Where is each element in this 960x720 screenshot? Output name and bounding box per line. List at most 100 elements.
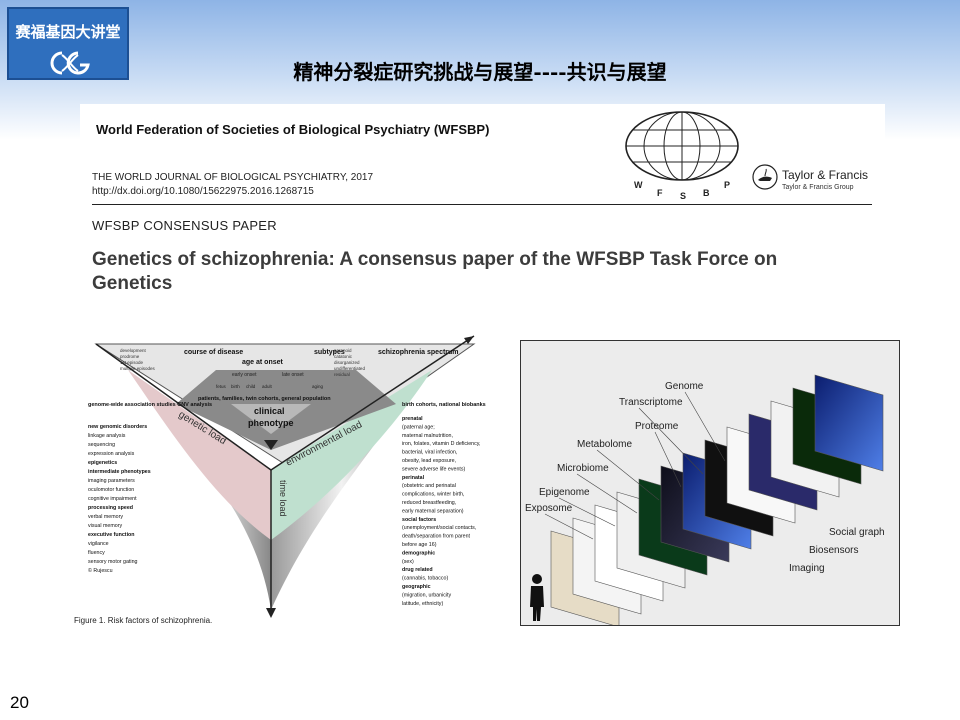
age-axis-item: fetus bbox=[216, 384, 227, 389]
layer-label: Microbiome bbox=[557, 463, 609, 474]
right-list-item: iron, folates, vitamin D deficiency, bbox=[402, 441, 481, 447]
subtype-item: disorganized bbox=[334, 360, 360, 365]
right-list-item: complications, winter birth, bbox=[402, 492, 464, 498]
slide-title: 精神分裂症研究挑战与展望----共识与展望 bbox=[293, 60, 667, 84]
left-list-item: sequencing bbox=[88, 442, 115, 448]
right-list-item: before age 16) bbox=[402, 542, 437, 548]
left-list-item: visual memory bbox=[88, 523, 122, 529]
onset-item: late onset bbox=[282, 372, 304, 378]
subtype-item: residual bbox=[334, 372, 350, 377]
label-onset: age at onset bbox=[242, 359, 284, 366]
layer-label: Biosensors bbox=[809, 545, 858, 556]
left-list-item: new genomic disorders bbox=[88, 424, 147, 430]
layer-label: Exposome bbox=[525, 503, 573, 514]
divider bbox=[92, 204, 872, 205]
globe-letter: B bbox=[703, 188, 710, 198]
logo-text: 赛福基因大讲堂 bbox=[15, 23, 121, 41]
left-list-item: linkage analysis bbox=[88, 433, 126, 439]
publisher-logo: Taylor & Francis Taylor & Francis Group bbox=[752, 164, 868, 195]
right-list-item: geographic bbox=[402, 584, 431, 590]
figure1-caption: Figure 1. Risk factors of schizophrenia. bbox=[74, 616, 213, 625]
left-list-item: epigenetics bbox=[88, 460, 117, 466]
right-list-item: reduced breastfeeding, bbox=[402, 500, 456, 506]
layer-label: Genome bbox=[665, 381, 704, 392]
logo: 赛福基因大讲堂 bbox=[7, 7, 129, 80]
layer-label: Social graph bbox=[829, 527, 885, 538]
paper-kind: WFSBP CONSENSUS PAPER bbox=[92, 218, 277, 233]
left-list-item: imaging parameters bbox=[88, 478, 135, 484]
left-list-item: fluency bbox=[88, 550, 105, 556]
label-course: course of disease bbox=[184, 349, 243, 356]
publisher-group: Taylor & Francis Group bbox=[782, 184, 854, 191]
center-label: phenotype bbox=[248, 418, 294, 428]
right-list-item: (sex) bbox=[402, 559, 414, 565]
right-list-item: (unemployment/social contacts, bbox=[402, 525, 476, 531]
right-list-item: (migration, urbanicity bbox=[402, 592, 452, 598]
omics-layers-art: GenomeTranscriptomeProteomeMetabolomeMic… bbox=[525, 374, 885, 625]
right-list: birth cohorts, national biobanks prenata… bbox=[402, 402, 486, 607]
right-list-item: maternal malnutrition, bbox=[402, 433, 453, 439]
paper-title: Genetics of schizophrenia: A consensus p… bbox=[92, 249, 778, 294]
layer-label: Epigenome bbox=[539, 487, 590, 498]
globe-letter: P bbox=[724, 180, 730, 190]
left-list-item: vigilance bbox=[88, 541, 109, 547]
journal-line: THE WORLD JOURNAL OF BIOLOGICAL PSYCHIAT… bbox=[92, 172, 374, 183]
left-list: genome-wide association studies CNV anal… bbox=[88, 402, 212, 574]
globe-letter: W bbox=[634, 180, 643, 190]
subtype-item: undifferentiated bbox=[334, 366, 365, 371]
left-list-item: verbal memory bbox=[88, 514, 123, 520]
right-list-item: prenatal bbox=[402, 416, 423, 422]
doi-link[interactable]: http://dx.doi.org/10.1080/15622975.2016.… bbox=[92, 186, 314, 197]
globe-letter: S bbox=[680, 191, 686, 201]
subtype-item: paranoid bbox=[334, 348, 352, 353]
publisher-lamp-icon bbox=[752, 164, 778, 190]
left-heading: genome-wide association studies CNV anal… bbox=[88, 402, 212, 408]
right-list-item: drug related bbox=[402, 567, 433, 573]
risk-factors-figure: course of disease age at onset subtypes … bbox=[88, 335, 486, 618]
right-list-item: (cannabis, tobacco) bbox=[402, 576, 448, 582]
right-list-item: perinatal bbox=[402, 475, 425, 481]
right-list-item: social factors bbox=[402, 517, 436, 523]
left-list-item: © Rujescu bbox=[88, 567, 113, 574]
phenotype-core bbox=[231, 404, 311, 434]
left-list-item: intermediate phenotypes bbox=[88, 469, 151, 475]
society-name: World Federation of Societies of Biologi… bbox=[96, 122, 490, 137]
right-list-item: obesity, lead exposure, bbox=[402, 458, 456, 464]
label-subtypes: subtypes bbox=[314, 349, 345, 356]
right-list-item: demographic bbox=[402, 550, 435, 556]
paper-header: World Federation of Societies of Biologi… bbox=[80, 104, 885, 308]
course-item: multiple episodes bbox=[120, 366, 156, 371]
right-list-item: bacterial, viral infection, bbox=[402, 450, 457, 456]
left-list-item: expression analysis bbox=[88, 451, 135, 457]
label-population: patients, families, twin cohorts, genera… bbox=[198, 396, 331, 402]
left-list-item: executive function bbox=[88, 532, 135, 538]
human-figure-icon bbox=[530, 574, 544, 621]
right-heading: birth cohorts, national biobanks bbox=[402, 402, 486, 408]
age-axis-item: aging bbox=[312, 384, 324, 389]
age-axis-item: child bbox=[246, 384, 256, 389]
layer-label: Transcriptome bbox=[619, 397, 683, 408]
course-item: 1st episode bbox=[120, 360, 144, 365]
genetic-load-panel bbox=[128, 370, 271, 540]
right-list-item: death/separation from parent bbox=[402, 534, 471, 540]
page-number: 20 bbox=[10, 693, 29, 712]
course-item: development bbox=[120, 348, 147, 353]
onset-item: early onset bbox=[232, 372, 257, 378]
left-list-item: sensory motor gating bbox=[88, 559, 138, 565]
layer-label: Metabolome bbox=[577, 439, 632, 450]
age-axis-item: birth bbox=[231, 384, 240, 389]
age-axis-item: adult bbox=[262, 384, 273, 389]
left-list-item: oculomotor function bbox=[88, 487, 134, 493]
omics-layer-card bbox=[814, 374, 884, 472]
subtype-item: catatonic bbox=[334, 354, 353, 359]
right-list-item: (paternal age; bbox=[402, 424, 435, 430]
right-list-item: early maternal separation) bbox=[402, 508, 464, 514]
time-load-label: time load bbox=[278, 480, 288, 517]
environmental-load-panel bbox=[271, 370, 432, 540]
logo-mark-icon bbox=[50, 51, 90, 75]
center-label: clinical bbox=[254, 406, 285, 416]
globe-letter: F bbox=[657, 188, 663, 198]
publisher-name: Taylor & Francis bbox=[782, 168, 869, 182]
left-list-item: cognitive impairment bbox=[88, 496, 137, 502]
